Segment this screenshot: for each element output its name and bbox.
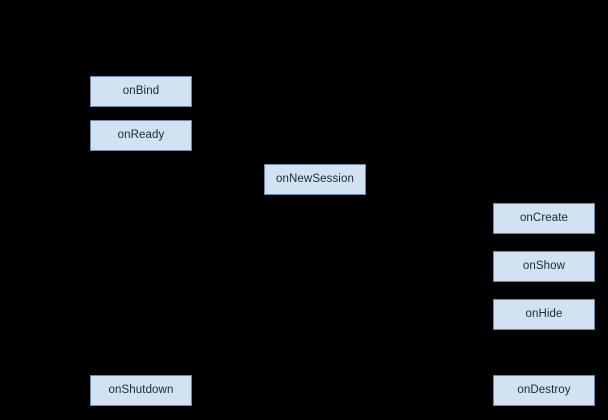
node-on-show[interactable]: onShow [493, 251, 595, 282]
node-label: onShutdown [108, 383, 174, 396]
node-on-hide[interactable]: onHide [493, 299, 595, 330]
node-on-bind[interactable]: onBind [90, 76, 192, 107]
node-on-ready[interactable]: onReady [90, 120, 192, 151]
node-label: onDestroy [517, 383, 571, 396]
node-label: onReady [117, 128, 165, 141]
node-label: onNewSession [276, 172, 354, 185]
node-on-create[interactable]: onCreate [493, 203, 595, 234]
node-label: onBind [122, 84, 160, 97]
node-label: onCreate [519, 211, 569, 224]
node-label: onShow [522, 259, 566, 272]
node-on-destroy[interactable]: onDestroy [493, 375, 595, 406]
node-on-new-session[interactable]: onNewSession [264, 164, 366, 195]
node-on-shutdown[interactable]: onShutdown [90, 375, 192, 406]
node-label: onHide [525, 307, 563, 320]
